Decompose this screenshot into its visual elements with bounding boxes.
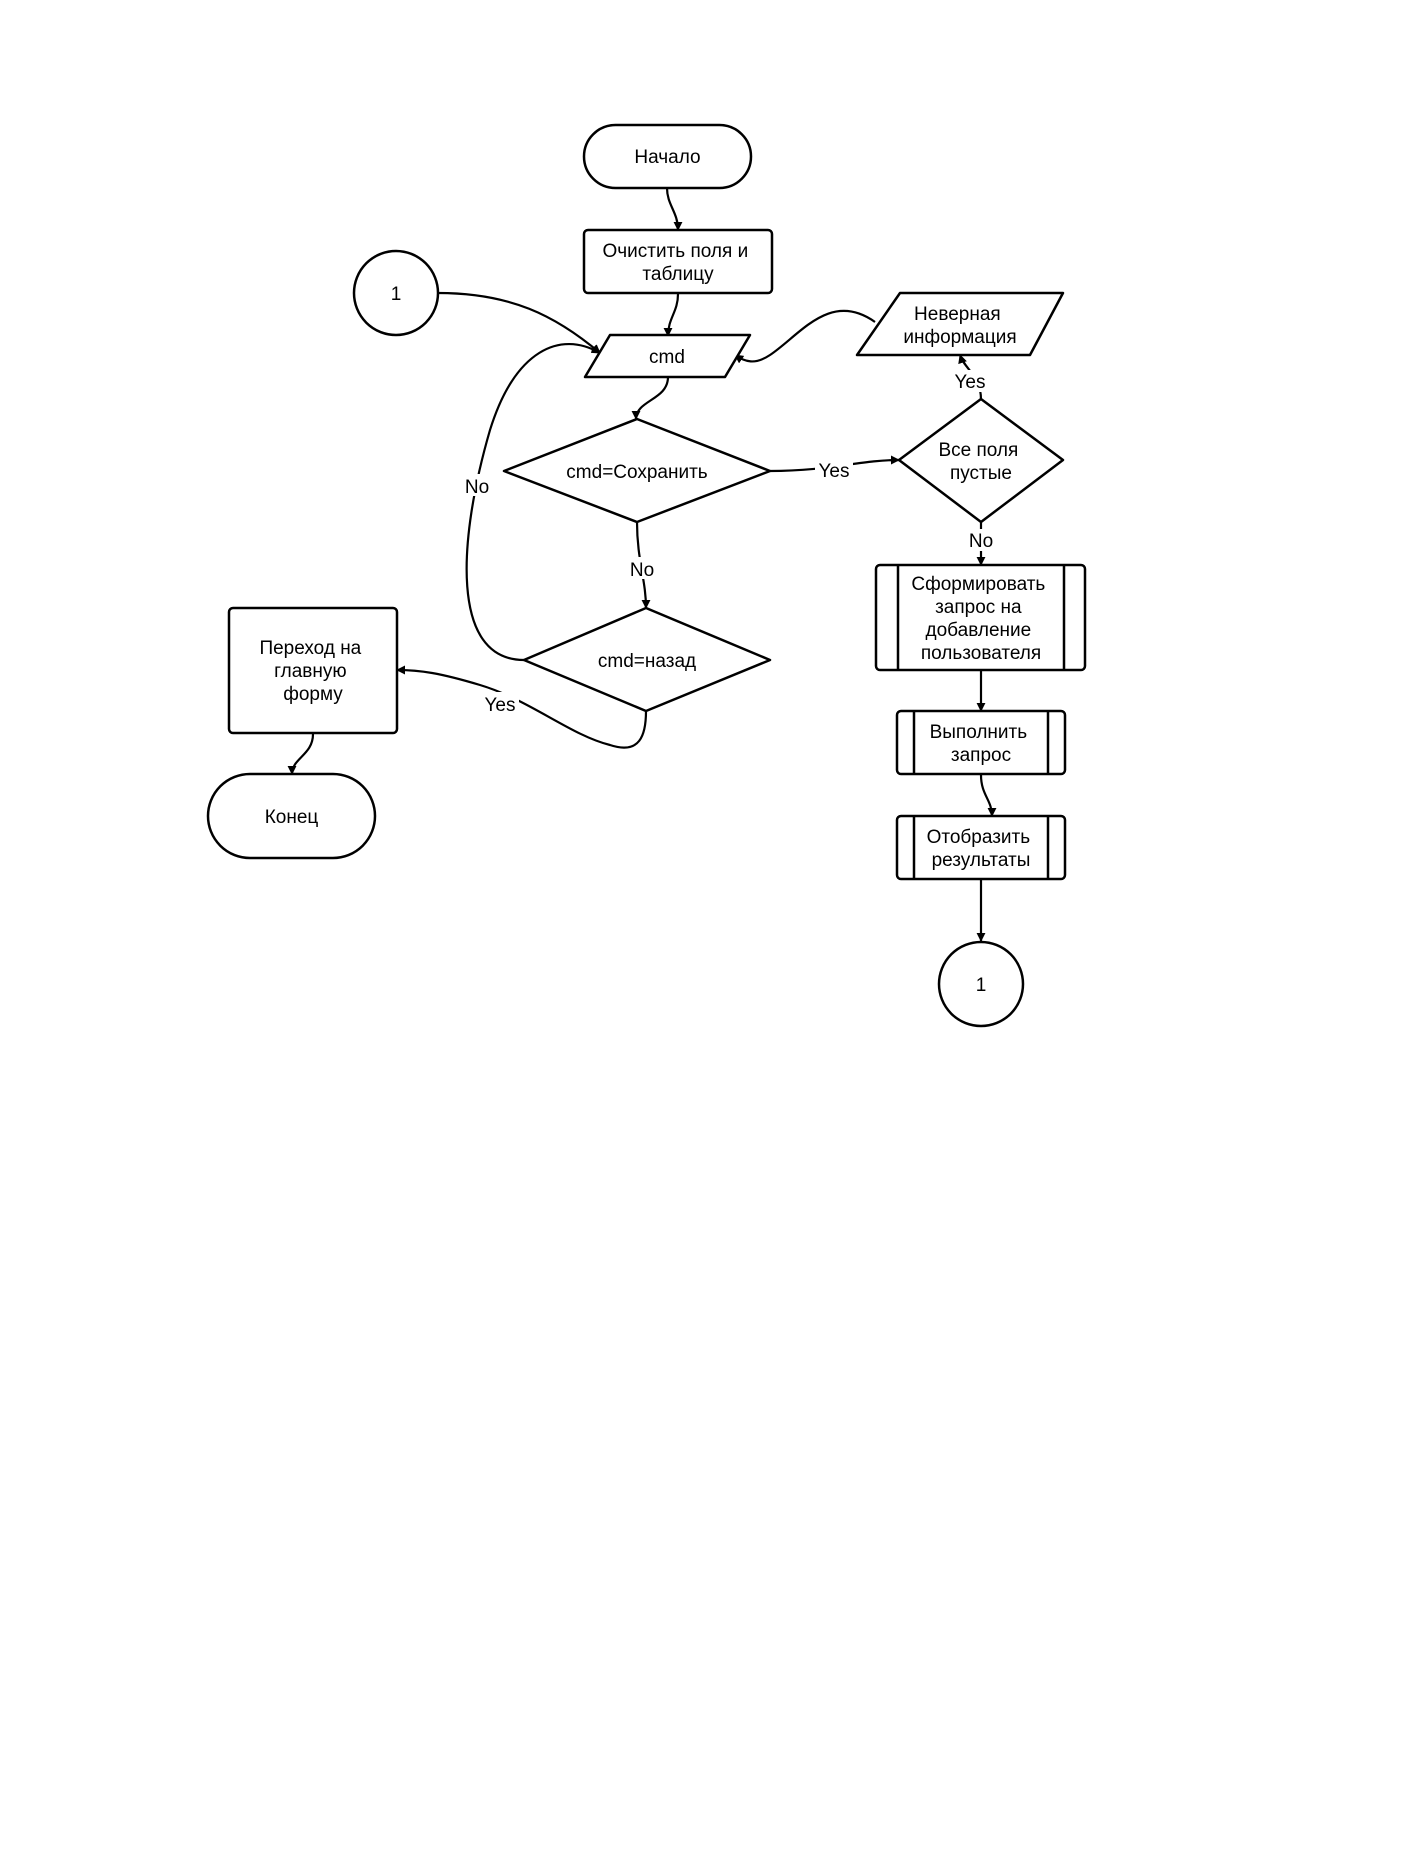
edge-back-no	[465, 343, 601, 662]
form-query-label-line-1: Сформировать	[911, 574, 1045, 595]
show-results-label-line-1: Отобразить	[927, 827, 1031, 848]
go-main-label-line-3: форму	[283, 684, 343, 705]
edge-label-back-no: No	[465, 477, 489, 498]
connector-in: 1	[352, 249, 440, 337]
edge-cmd-to-save-decision	[631, 376, 670, 420]
decision-save-label: cmd=Сохранить	[566, 462, 708, 483]
decision-empty-label-line-2: пустые	[950, 463, 1012, 484]
start-label: Начало	[634, 147, 700, 168]
svg-text:Отобразить результаты: Отобразить результаты	[927, 827, 1036, 871]
clear-fields-label-line-2: таблицу	[642, 264, 714, 285]
cmd-input: cmd	[583, 333, 752, 379]
decision-back: cmd=назад	[522, 606, 772, 713]
connector-out-label: 1	[976, 975, 987, 996]
decision-save: cmd=Сохранить	[502, 417, 772, 524]
edge-label-save-no: No	[630, 560, 654, 581]
edge-label-empty-yes: Yes	[955, 372, 986, 393]
exec-query-label-line-2: запрос	[951, 745, 1011, 766]
edge-clear-to-cmd	[663, 293, 680, 337]
clear-fields-process: Очистить поля и таблицу	[582, 228, 774, 295]
edge-start-to-clear	[665, 187, 683, 231]
svg-text:Очистить поля и таблицу: Очистить поля и таблицу	[603, 241, 754, 285]
svg-text:Начало: Начало	[634, 147, 700, 168]
clear-fields-label-line-1: Очистить поля и	[603, 241, 749, 262]
decision-empty-label-line-1: Все поля	[938, 440, 1018, 461]
edges	[287, 187, 997, 942]
invalid-info-output: Неверная информация	[855, 291, 1065, 357]
edge-invalid-to-cmd	[734, 309, 876, 364]
cmd-input-label: cmd	[649, 347, 685, 368]
edge-label-back-yes: Yes	[485, 695, 516, 716]
form-query-subprocess: Сформировать запрос на добавление пользо…	[874, 563, 1087, 672]
svg-text:Неверная информация: Неверная информация	[903, 304, 1016, 348]
decision-empty-fields: Все поля пустые	[897, 397, 1065, 524]
edge-exec-to-show	[979, 774, 997, 817]
invalid-info-label-line-1: Неверная	[914, 304, 1001, 325]
form-query-label-line-4: пользователя	[921, 643, 1041, 664]
svg-text:Сформировать запрос на: Сформировать запрос на добавление пользо…	[911, 574, 1050, 664]
form-query-label-line-2: запрос на	[935, 597, 1022, 618]
connector-out: 1	[937, 940, 1025, 1028]
svg-text:Выполнить запрос: Выполнить запрос	[930, 722, 1033, 766]
edge-label-save-yes: Yes	[819, 461, 850, 482]
end-terminator: Конец	[206, 772, 377, 860]
exec-query-label-line-1: Выполнить	[930, 722, 1028, 743]
edge-back-yes	[396, 665, 648, 749]
end-label: Конец	[265, 807, 319, 828]
edge-label-empty-no: No	[969, 531, 993, 552]
go-main-form-process: Переход на главную форму	[227, 606, 399, 735]
start-terminator: Начало	[582, 123, 753, 190]
edge-go-main-to-end	[287, 733, 315, 775]
edge-labels: No No Yes Yes No Yes	[462, 370, 996, 716]
show-results-label-line-2: результаты	[932, 850, 1031, 871]
go-main-label-line-2: главную	[274, 661, 347, 682]
svg-text:Переход на главную: Переход на главную форму	[259, 638, 366, 705]
go-main-label-line-1: Переход на	[259, 638, 361, 659]
form-query-label-line-3: добавление	[926, 620, 1032, 641]
decision-back-label: cmd=назад	[598, 651, 696, 672]
invalid-info-label-line-2: информация	[903, 327, 1016, 348]
execute-query-subprocess: Выполнить запрос	[895, 709, 1067, 776]
svg-text:Все поля пустые: Все поля пустые	[938, 440, 1023, 484]
edge-connector-to-cmd	[437, 291, 601, 354]
show-results-subprocess: Отобразить результаты	[895, 814, 1067, 881]
connector-in-label: 1	[391, 284, 402, 305]
